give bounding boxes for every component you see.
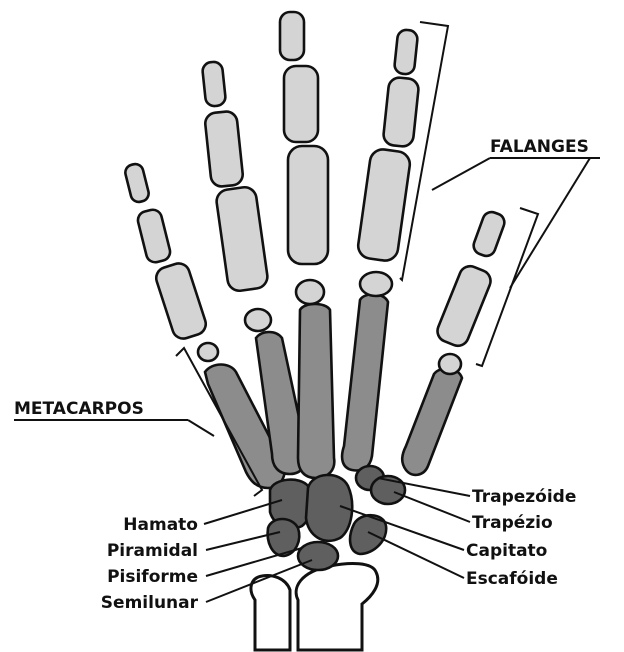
label-piramidal: Piramidal xyxy=(107,541,198,561)
phalanx-middle-base xyxy=(296,280,324,304)
lunate-bone xyxy=(298,542,338,570)
label-metacarpos: METACARPOS xyxy=(14,399,144,419)
phalanx-index-proximal xyxy=(357,148,412,262)
label-semilunar: Semilunar xyxy=(101,593,199,613)
phalanx-little-distal xyxy=(124,162,151,203)
phalanx-ring-base xyxy=(245,309,271,331)
phalanx-thumb-base xyxy=(439,354,461,374)
label-pisiforme: Pisiforme xyxy=(107,567,198,587)
metacarpos-leader xyxy=(188,420,214,436)
label-escafoide: Escafóide xyxy=(466,569,558,589)
phalanx-little-proximal xyxy=(153,261,208,342)
label-trapezio: Trapézio xyxy=(472,513,553,533)
phalanx-index-base xyxy=(360,272,392,296)
label-capitato: Capitato xyxy=(466,541,547,561)
phalanx-thumb-distal xyxy=(471,210,507,259)
label-hamato: Hamato xyxy=(123,515,198,535)
phalanx-middle-proximal xyxy=(288,146,328,264)
falanges-leader-2 xyxy=(510,158,590,288)
metacarpal-index xyxy=(342,294,388,470)
phalanx-ring-distal xyxy=(202,61,226,107)
phalanx-thumb-proximal xyxy=(434,263,494,349)
leader-pisiforme xyxy=(206,548,302,576)
metacarpal-thumb xyxy=(402,368,462,475)
metacarpals xyxy=(205,294,462,488)
phalanx-middle-distal xyxy=(280,12,304,60)
phalanx-little-base xyxy=(198,343,218,361)
leader-trapezio xyxy=(394,492,470,522)
ulna-bone xyxy=(251,576,290,650)
phalanx-ring-proximal xyxy=(215,186,269,293)
phalanx-little-middle xyxy=(136,208,172,264)
falanges-brackets xyxy=(400,22,600,366)
label-trapezoide: Trapezóide xyxy=(472,487,576,507)
radius-bone xyxy=(296,564,378,650)
phalanx-ring-middle xyxy=(204,111,244,188)
phalanx-index-distal xyxy=(394,29,418,75)
falanges-leader-1 xyxy=(432,158,490,190)
leader-escafoide xyxy=(368,532,464,578)
label-falanges: FALANGES xyxy=(490,137,589,157)
metacarpal-middle xyxy=(298,304,334,478)
phalanx-index-middle xyxy=(383,77,420,148)
phalanx-middle-middle xyxy=(284,66,318,142)
carpals xyxy=(268,466,405,570)
